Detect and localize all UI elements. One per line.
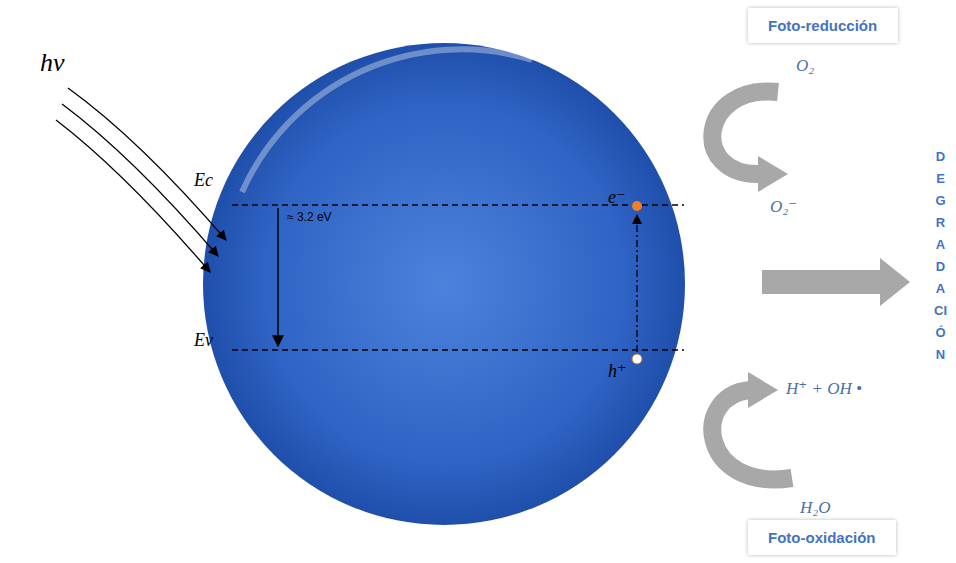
box-title: Foto-oxidación [768, 529, 876, 546]
species-label: O₂⁻ [770, 196, 797, 217]
light-label: hν [40, 48, 65, 78]
band-label: Ev [194, 330, 213, 351]
hole-dot [632, 354, 642, 364]
degradation-arrow [762, 258, 910, 306]
species-label: H⁺ + OH • [786, 378, 862, 399]
species-label: O₂ [796, 56, 814, 76]
process-box: Foto-oxidación [748, 520, 896, 555]
carrier-label: h⁺ [608, 360, 627, 382]
sphere-shape [202, 42, 686, 526]
vertical-label: DEGRADACIÓN [934, 146, 947, 366]
electron-dot [632, 201, 642, 211]
semiconductor-particle: Ec≈ 3.2 eVEve⁻h⁺ [202, 42, 686, 526]
arrow-head [758, 156, 788, 192]
gap-value: ≈ 3.2 eV [287, 210, 332, 224]
carrier-label: e⁻ [608, 186, 626, 208]
band-label: Ec [194, 170, 213, 191]
light-rays [56, 88, 226, 272]
box-title: Foto-reducción [768, 17, 877, 34]
species-label: H₂O [800, 498, 830, 518]
process-box: Foto-reducción [748, 8, 898, 43]
arrow-head [748, 372, 778, 408]
gap-arrow [277, 208, 279, 346]
